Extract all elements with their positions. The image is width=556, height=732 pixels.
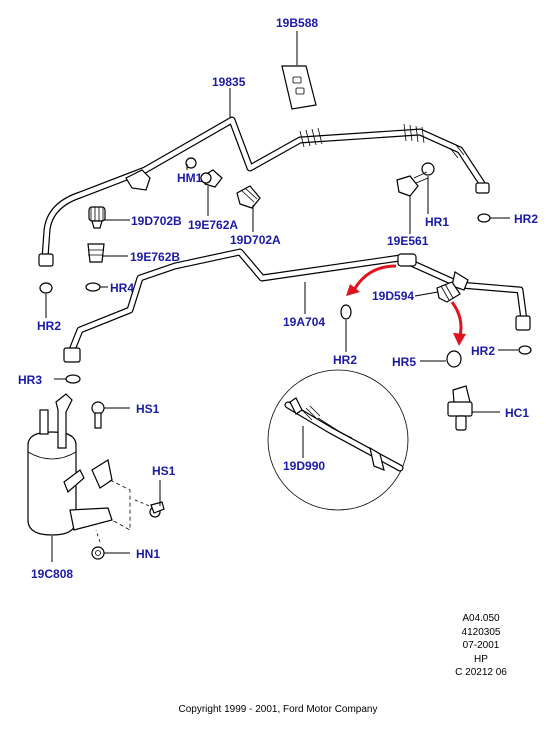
label-19d702b: 19D702B: [131, 214, 182, 228]
label-hs1-top: HS1: [136, 402, 160, 416]
cap-19d702b: [88, 206, 106, 229]
label-19835: 19835: [212, 75, 246, 89]
connector-19e762b: [87, 243, 105, 263]
pipe-19835: [38, 116, 490, 267]
o-ring-hr2-left: [39, 282, 53, 294]
pipe-19a704: [63, 248, 531, 363]
o-ring-hr5: [446, 350, 462, 368]
copyright-notice: Copyright 1999 - 2001, Ford Motor Compan…: [178, 704, 378, 715]
reference-line-5: C 20212 06: [455, 667, 507, 678]
label-19c808: 19C808: [31, 567, 73, 581]
reference-block: A04.050 4120305 07-2001 HP C 20212 06: [426, 612, 536, 680]
switch-19d594: [436, 281, 461, 303]
callout-arrows: [346, 264, 466, 346]
accumulator-19c808: [27, 393, 131, 543]
label-19d594: 19D594: [372, 289, 414, 303]
reference-line-1: A04.050: [462, 613, 500, 624]
connector-19e762a: [200, 169, 223, 188]
reference-line-3: 07-2001: [462, 640, 500, 651]
label-hr2-topright: HR2: [514, 212, 538, 226]
label-19e561: 19E561: [387, 234, 429, 248]
label-hr3: HR3: [18, 373, 42, 387]
label-19e762a: 19E762A: [188, 218, 238, 232]
o-ring-hr4: [85, 282, 101, 292]
label-19a704: 19A704: [283, 315, 325, 329]
fitting-19e561: [396, 171, 429, 197]
o-ring-hr2-topright: [477, 213, 491, 223]
gasket-19b588: [281, 65, 317, 110]
valve-core-19d702a: [236, 185, 261, 209]
leader-lines: [45, 31, 518, 562]
o-ring-hr3: [65, 374, 81, 384]
label-hr2-left: HR2: [37, 319, 61, 333]
o-ring-hr2-center: [340, 304, 352, 320]
label-hn1: HN1: [136, 547, 160, 561]
bolt-hs1-mid: [134, 499, 165, 518]
label-hr5: HR5: [392, 355, 416, 369]
label-hr2-right: HR2: [471, 344, 495, 358]
reference-line-4: HP: [474, 653, 488, 665]
reference-line-2: 4120305: [461, 626, 501, 638]
label-19d702a: 19D702A: [230, 233, 281, 247]
label-hr1: HR1: [425, 215, 449, 229]
connector-hc1: [447, 385, 473, 431]
label-hr4: HR4: [110, 281, 134, 295]
bolt-hs1-top: [91, 401, 105, 429]
label-hm1: HM1: [177, 171, 203, 185]
o-ring-hr1: [421, 162, 435, 176]
label-hc1: HC1: [505, 406, 529, 420]
detail-inset-19d990: [267, 369, 409, 511]
label-19e762b: 19E762B: [130, 250, 180, 264]
label-hr2-center: HR2: [333, 353, 357, 367]
o-ring-hr2-right: [518, 345, 532, 355]
label-hs1-mid: HS1: [152, 464, 176, 478]
label-19d990: 19D990: [283, 459, 325, 473]
nut-hn1: [91, 546, 105, 560]
o-ring-hm1: [185, 157, 197, 169]
part-labels: 19B588 19835 HM1 19E762A 19D702A 19D702B…: [18, 16, 538, 581]
label-19b588: 19B588: [276, 16, 318, 30]
